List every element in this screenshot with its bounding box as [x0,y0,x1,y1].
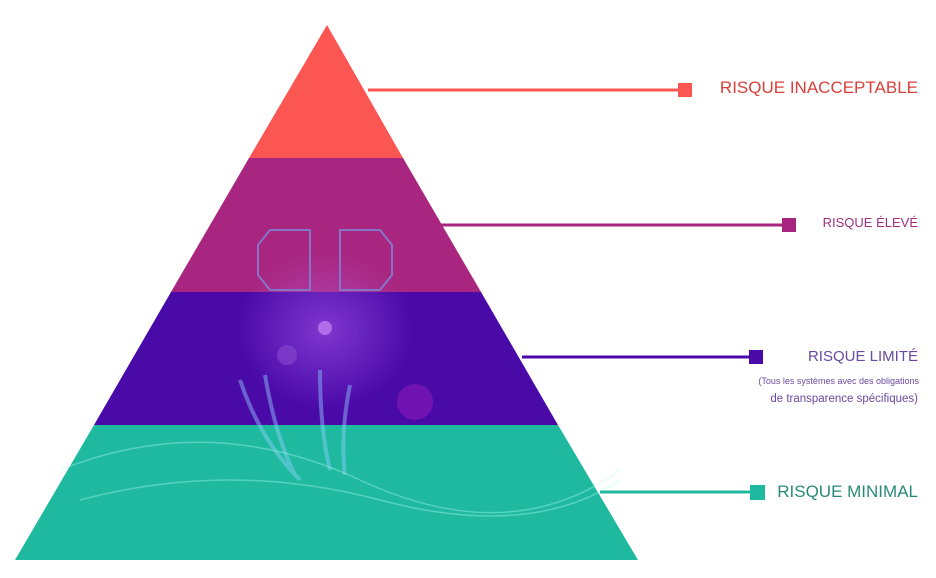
marker-high [782,218,796,232]
marker-limited [749,350,763,364]
marker-unacceptable [678,83,692,97]
label-unacceptable-risk: RISQUE INACCEPTABLE [719,78,918,97]
label-high-risk: RISQUE ÉLEVÉ [822,215,918,230]
pyramid-tier-high [171,158,481,292]
label-minimal-risk: RISQUE MINIMAL [777,482,918,501]
limited-risk-note-line2: de transparence spécifiques) [770,393,918,405]
ai-brain-hand-illustration [59,229,621,517]
pyramid-tier-minimal [15,425,638,560]
limited-risk-note-line1: (Tous les systèmes avec des obligations [758,376,919,386]
marker-minimal [750,485,765,500]
label-limited-risk: RISQUE LIMITÉ [807,348,918,365]
pyramid-tier-unacceptable [249,25,403,158]
